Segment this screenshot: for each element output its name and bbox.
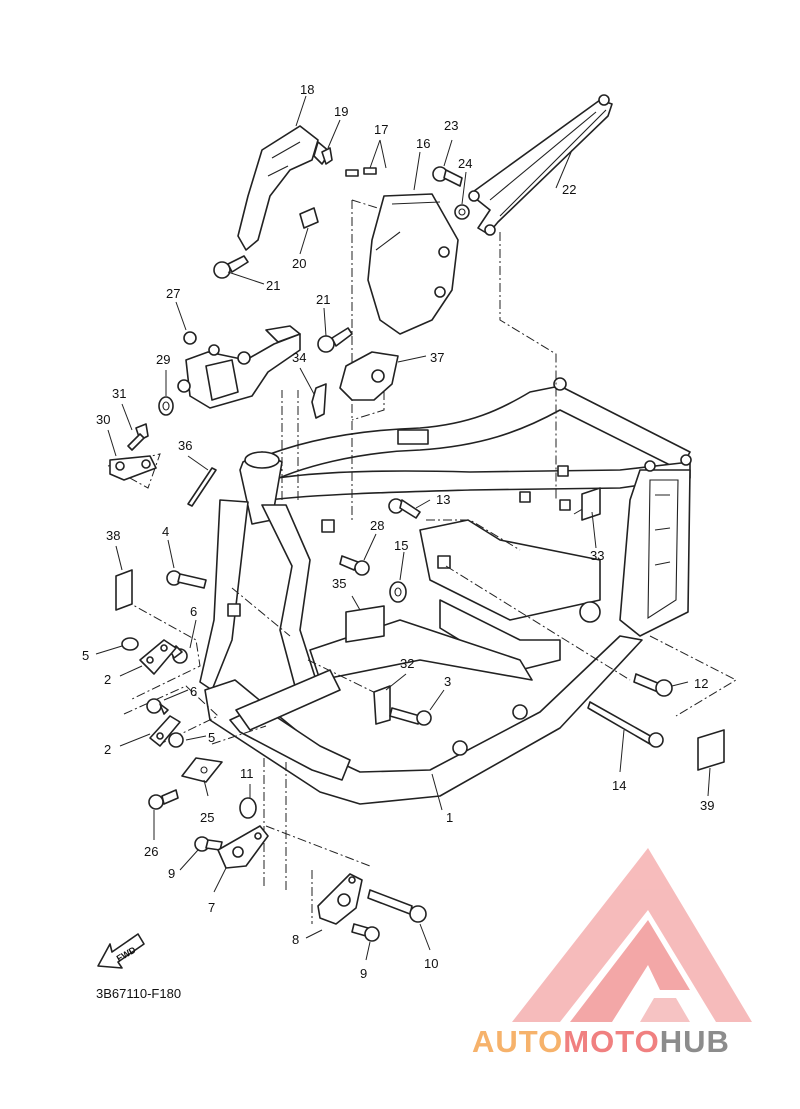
label-35 [345, 605, 385, 643]
callout-24: 24 [458, 156, 472, 171]
callout-17: 17 [374, 122, 388, 137]
bracket-27 [177, 325, 301, 409]
bolt-31 [127, 423, 149, 451]
label-33 [581, 487, 601, 521]
callout-28: 28 [370, 518, 384, 533]
callout-34: 34 [292, 350, 306, 365]
callout-29: 29 [156, 352, 170, 367]
callout-16: 16 [416, 136, 430, 151]
watermark-text: AUTOMOTOHUB [472, 1024, 730, 1059]
bolt-26 [148, 789, 179, 810]
callout-10: 10 [424, 956, 438, 971]
cushion-20 [299, 207, 319, 229]
diagram-code: 3B67110-F180 [96, 986, 181, 1001]
bracket-37 [339, 351, 399, 401]
washer-15 [389, 581, 407, 603]
callout-6b: 6 [190, 684, 197, 699]
clip-19 [321, 147, 333, 165]
clips-17 [345, 167, 377, 177]
callout-32: 32 [400, 656, 414, 671]
stay-22 [468, 94, 613, 236]
callout-6a: 6 [190, 604, 197, 619]
callout-37: 37 [430, 350, 444, 365]
callout-39: 39 [700, 798, 714, 813]
bolt-14 [587, 701, 664, 748]
callout-11: 11 [240, 766, 254, 781]
callout-20: 20 [292, 256, 306, 271]
plate-7 [217, 825, 269, 869]
callout-31: 31 [112, 386, 126, 401]
clamp-34 [311, 383, 327, 419]
callout-8: 8 [292, 932, 299, 947]
watermark-logo-icon [512, 848, 752, 1022]
bolt-4 [166, 570, 207, 589]
callout-5a: 5 [82, 648, 89, 663]
fwd-arrow-icon: FWD [97, 933, 145, 969]
bolt-12 [633, 673, 673, 697]
watermark-moto: MOTO [563, 1024, 659, 1059]
callout-30: 30 [96, 412, 110, 427]
plate-2-lower [149, 715, 181, 747]
washer-5-lower [168, 732, 184, 748]
callout-14: 14 [612, 778, 626, 793]
callout-3: 3 [444, 674, 451, 689]
plate-8 [317, 873, 363, 925]
callout-4: 4 [162, 524, 169, 539]
callout-7: 7 [208, 900, 215, 915]
reference-lines [106, 199, 738, 924]
svg-text:AUTOMOTOHUB: AUTOMOTOHUB [472, 1024, 730, 1059]
frame-main [199, 377, 692, 805]
callout-25: 25 [200, 810, 214, 825]
collar-11 [239, 797, 257, 819]
callout-15: 15 [394, 538, 408, 553]
bolt-21-lower [317, 327, 353, 353]
callout-21b: 21 [316, 292, 330, 307]
bolt-23 [432, 166, 463, 187]
callout-23: 23 [444, 118, 458, 133]
bracket-32 [373, 685, 432, 726]
callout-2a: 2 [104, 672, 111, 687]
bolt-10 [367, 889, 427, 923]
label-38 [115, 569, 133, 611]
callout-33: 33 [590, 548, 604, 563]
label-39 [697, 729, 725, 771]
callout-26: 26 [144, 844, 158, 859]
callout-1: 1 [446, 810, 453, 825]
bracket-18 [237, 125, 331, 251]
leader-lines [95, 95, 711, 961]
bolt-9-lower [351, 923, 380, 942]
callout-19: 19 [334, 104, 348, 119]
callout-9a: 9 [168, 866, 175, 881]
watermark-hub: HUB [660, 1024, 730, 1059]
bolt-28 [339, 555, 370, 576]
washer-5-upper [121, 637, 139, 651]
watermark-auto: AUTO [472, 1024, 563, 1059]
callout-35: 35 [332, 576, 346, 591]
callout-numbers: 1 2 2 3 4 5 5 6 6 7 8 9 9 10 11 12 13 14… [82, 82, 714, 981]
nut-24 [454, 204, 470, 220]
callout-27: 27 [166, 286, 180, 301]
bolt-13 [388, 498, 421, 519]
callout-21a: 21 [266, 278, 280, 293]
callout-5b: 5 [208, 730, 215, 745]
callout-22: 22 [562, 182, 576, 197]
plate-30 [109, 455, 157, 481]
strap-36 [187, 467, 217, 507]
callout-9b: 9 [360, 966, 367, 981]
bracket-25 [181, 757, 223, 783]
damper-29 [158, 396, 174, 416]
bolt-9-upper [194, 836, 223, 852]
plate-2-upper [139, 639, 177, 675]
callout-18: 18 [300, 82, 314, 97]
callout-36: 36 [178, 438, 192, 453]
callout-13: 13 [436, 492, 450, 507]
bolt-6-lower [146, 698, 169, 715]
callout-38: 38 [106, 528, 120, 543]
bolt-21-upper [213, 255, 249, 279]
callout-12: 12 [694, 676, 708, 691]
callout-2b: 2 [104, 742, 111, 757]
cover-16 [367, 193, 459, 335]
